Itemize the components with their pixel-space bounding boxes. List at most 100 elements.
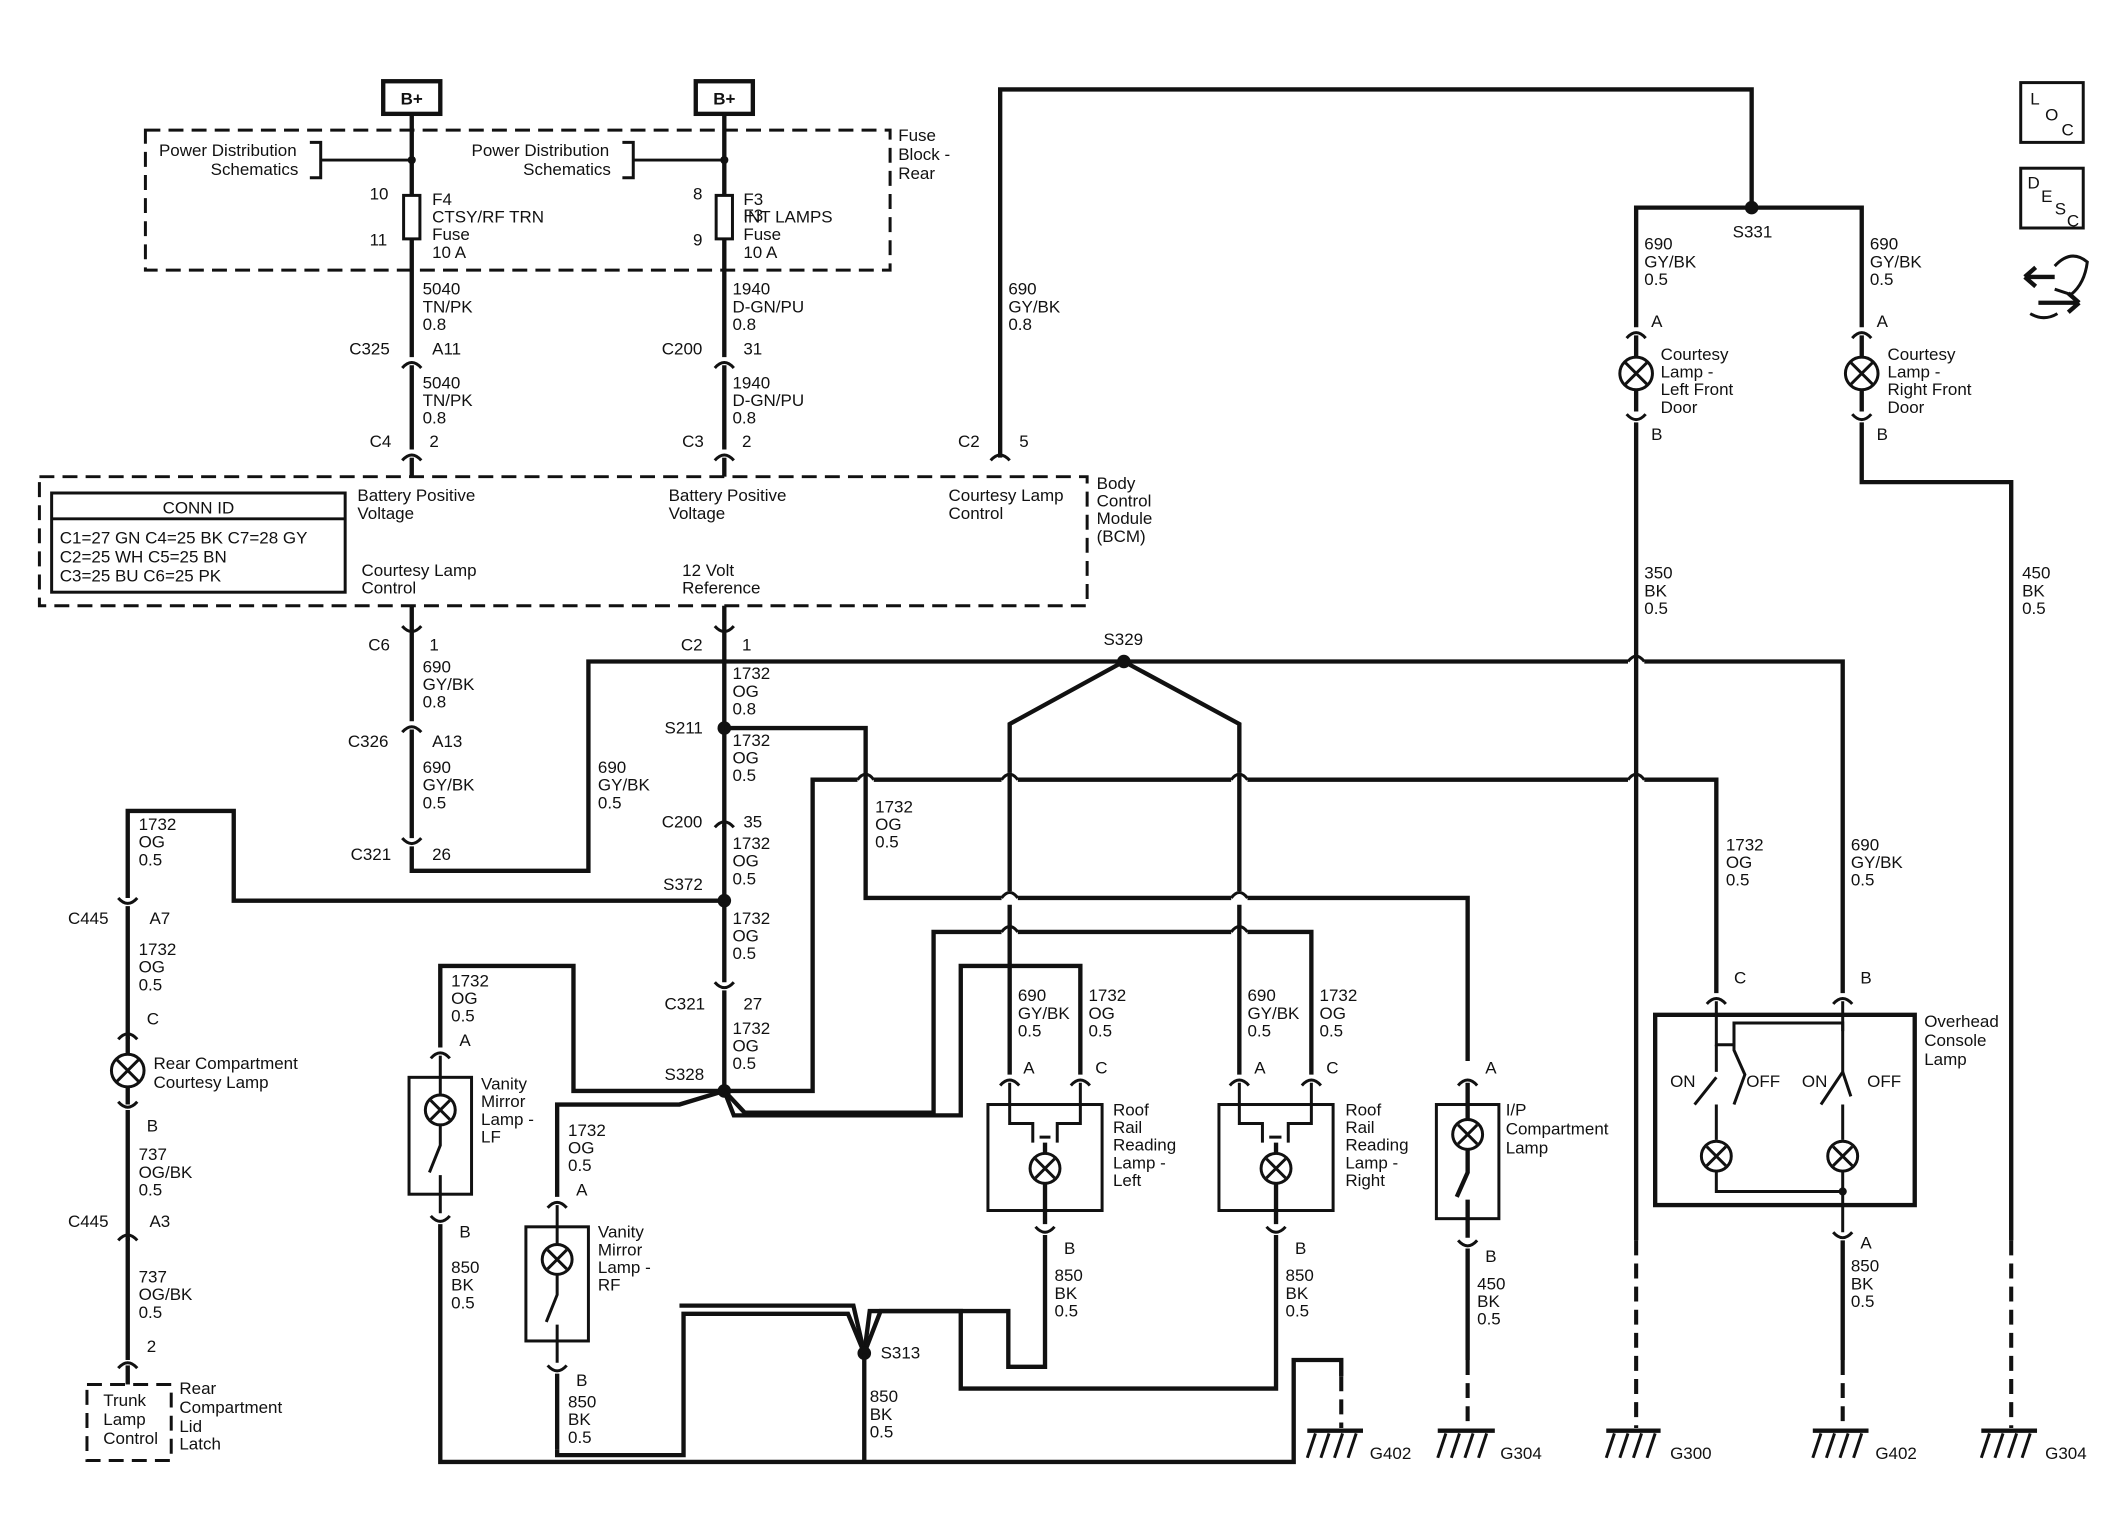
svg-text:C3=25 BU C6=25 PK: C3=25 BU C6=25 PK (60, 566, 222, 585)
svg-text:G402: G402 (1875, 1444, 1917, 1463)
wire-850-s313: 850 BK 0.5 (870, 1387, 903, 1441)
svg-text:ON: ON (1802, 1072, 1827, 1091)
wire-450-ip: 450 BK 0.5 (1477, 1274, 1510, 1328)
svg-text:B: B (459, 1223, 470, 1242)
ground-g304-left: G304 (1436, 1428, 1542, 1463)
svg-text:Rear Compartment Courtes: Rear Compartment Courtesy Lamp (154, 1054, 303, 1092)
wire-690-c6: 690 GY/BK 0.8 (423, 657, 480, 711)
svg-text:C1=27 GN C4=25 BK C7=28 GY: C1=27 GN C4=25 BK C7=28 GY (60, 528, 308, 547)
wire-850-vanity-rf: 850 BK 0.5 (568, 1393, 601, 1447)
wire-1732-c200: 1732 OG 0.5 (732, 834, 774, 888)
connector-c321-left: C321 26 (351, 837, 451, 864)
wire-1732-roof-left: 1732 OG 0.5 (1088, 986, 1130, 1040)
wire-1732-s372: 1732 OG 0.5 (732, 909, 774, 963)
svg-text:B: B (1485, 1247, 1496, 1266)
ground-g300: G300 (1604, 1428, 1712, 1463)
svg-text:A11: A11 (432, 339, 461, 358)
svg-text:S328: S328 (665, 1065, 705, 1084)
svg-text:S372: S372 (663, 875, 703, 894)
svg-text:B: B (1877, 425, 1888, 444)
wire-5040-top: 5040 TN/PK 0.8 (423, 280, 478, 334)
svg-text:C2=25 WH C5=25 BN: C2=25 WH C5=25 BN (60, 547, 227, 566)
svg-text:Roof Rail Reading: Roof Rail Reading Lamp - Right (1345, 1100, 1413, 1190)
bcm-bat-pos-left: Battery Positive Voltage (357, 486, 480, 523)
svg-text:B: B (1860, 969, 1871, 988)
connector-view-icon[interactable] (2023, 254, 2089, 320)
fuse-f3: 8 9 F3 F3 INT LAMPS Fuse 10 A (693, 184, 833, 261)
rear-compartment-courtesy-lamp: C B Rear Compartment Courtesy Lamp (109, 1009, 303, 1136)
svg-text:B: B (147, 1117, 158, 1136)
bcm-outline (37, 475, 1089, 608)
wire-1940-bottom: 1940 D-GN/PU 0.8 (732, 373, 808, 427)
svg-text:A: A (1860, 1234, 1872, 1253)
svg-text:C326: C326 (348, 732, 389, 751)
svg-text:31: 31 (743, 339, 762, 358)
svg-text:C321: C321 (351, 845, 392, 864)
vanity-mirror-lamp-rf: A B Vanity Mirror Lamp - RF (524, 1181, 651, 1390)
svg-text:C: C (1095, 1058, 1107, 1077)
svg-text:S329: S329 (1103, 630, 1143, 649)
svg-text:C200: C200 (662, 812, 703, 831)
svg-text:C445: C445 (68, 909, 109, 928)
svg-text:C325: C325 (349, 339, 390, 358)
wire-1732-vanity-rf: 1732 OG 0.5 (568, 1121, 610, 1175)
svg-text:C3: C3 (682, 432, 704, 451)
svg-text:B+: B+ (401, 89, 423, 108)
b-plus-left: B+ (381, 79, 443, 117)
b-plus-right: B+ (693, 79, 756, 117)
connector-c4: C4 2 (370, 432, 439, 462)
svg-text:C4: C4 (370, 432, 392, 451)
svg-text:2: 2 (429, 432, 438, 451)
wire-1940-top: 1940 D-GN/PU 0.8 (732, 280, 808, 334)
svg-text:C2: C2 (681, 636, 703, 655)
bcm-bat-pos-right: Battery Positive Voltage (669, 486, 792, 523)
svg-text:D: D (2028, 174, 2040, 193)
svg-text:10: 10 (370, 184, 389, 203)
loc-icon[interactable]: L O C (2019, 81, 2085, 144)
desc-icon[interactable]: D E S C (2019, 166, 2085, 231)
svg-text:C6: C6 (368, 636, 390, 655)
svg-text:S331: S331 (1733, 223, 1773, 242)
wire-5040-bottom: 5040 TN/PK 0.8 (423, 373, 478, 427)
svg-text:26: 26 (432, 845, 451, 864)
rear-compartment-lid-latch: Rear Compartment Lid Latch (179, 1379, 287, 1454)
bcm-label: Body Control Module (BCM) (1097, 474, 1157, 546)
fuse-f4: 10 11 F4 CTSY/RF TRN Fuse 10 A (370, 184, 544, 261)
svg-text:S313: S313 (881, 1344, 921, 1363)
wire-690-loop: 690 GY/BK 0.5 (598, 758, 655, 812)
wire-690-c326: 690 GY/BK 0.5 (423, 758, 480, 812)
svg-text:A3: A3 (149, 1212, 170, 1231)
wire-1732-console: 1732 OG 0.5 (1726, 835, 1768, 889)
svg-text:Roof Rail Reading: Roof Rail Reading Lamp - Left (1113, 1100, 1181, 1190)
svg-text:B: B (1651, 425, 1662, 444)
svg-text:S: S (2055, 199, 2066, 218)
svg-text:CONN ID: CONN ID (163, 498, 235, 517)
svg-text:C445: C445 (68, 1212, 109, 1231)
svg-text:1: 1 (742, 636, 751, 655)
wire-1732-c321: 1732 OG 0.5 (732, 1019, 774, 1073)
svg-text:G300: G300 (1670, 1444, 1712, 1463)
wire-690-roof-left: 690 GY/BK 0.5 (1018, 986, 1075, 1040)
vanity-mirror-lamp-lf: A B Vanity Mirror Lamp - LF (407, 1031, 534, 1242)
connector-c321-right: C321 27 (665, 981, 762, 1013)
pds-ref-right: Power Distribution Schematics (472, 141, 614, 179)
svg-text:C: C (2061, 121, 2073, 140)
ground-g402-left: G402 (1305, 1428, 1411, 1463)
svg-text:A7: A7 (149, 909, 170, 928)
svg-text:27: 27 (743, 994, 762, 1013)
overhead-console-lamp: C B ON OFF ON OFF A Overhead Console Lam… (1652, 969, 1999, 1253)
svg-text:8: 8 (693, 184, 702, 203)
connector-c200-top: C200 31 (662, 339, 762, 370)
pds-ref-left: Power Distribution Schematics (159, 141, 301, 179)
connector-c6: C6 1 (368, 625, 439, 655)
svg-text:Courtesy Lamp - Le: Courtesy Lamp - Left Front Door (1661, 345, 1738, 417)
wire-737-bottom: 737 OG/BK 0.5 (139, 1268, 197, 1322)
wire-1732-s211-bus: 1732 OG 0.5 (875, 797, 917, 851)
svg-text:A: A (1023, 1058, 1035, 1077)
wire-450-rf: 450 BK 0.5 (2022, 564, 2055, 618)
svg-text:OFF: OFF (1746, 1072, 1780, 1091)
svg-text:Courtesy Lamp - Ri: Courtesy Lamp - Right Front Door (1888, 345, 1977, 417)
svg-text:B+: B+ (713, 89, 735, 108)
svg-text:A: A (459, 1031, 471, 1050)
